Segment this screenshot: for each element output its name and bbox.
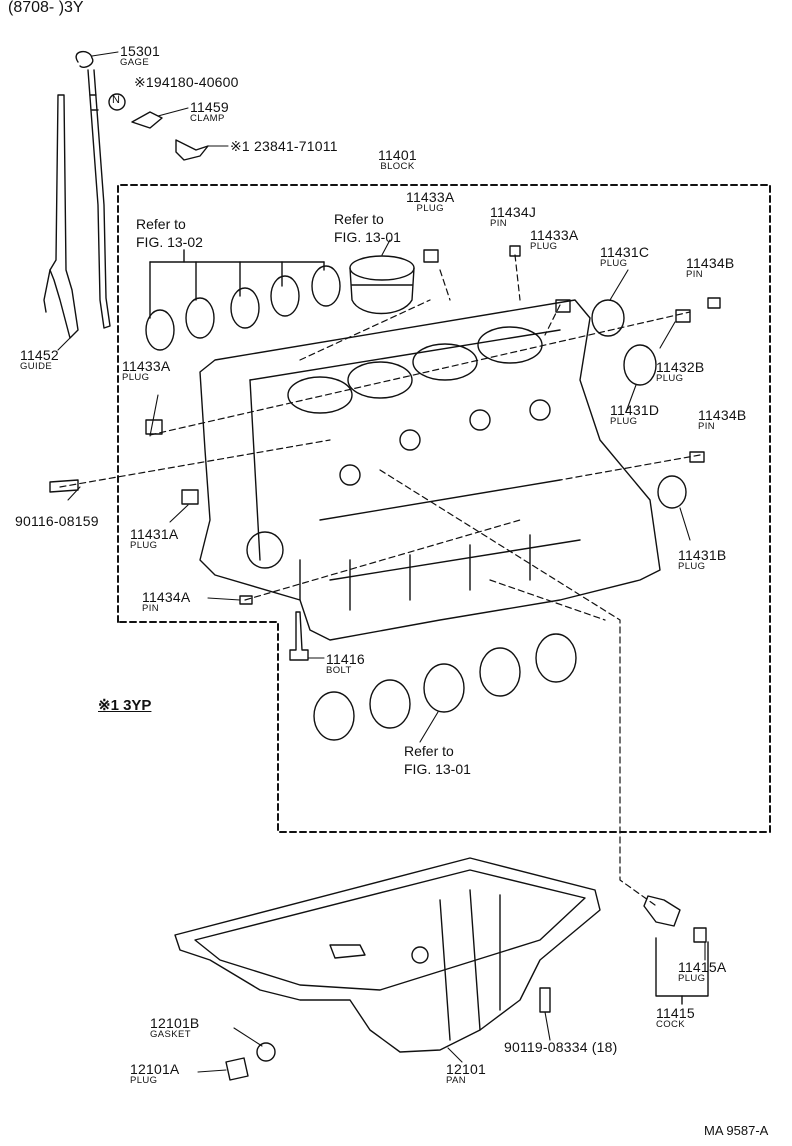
refer-note-13-02: Refer to FIG. 13-02 bbox=[136, 216, 203, 250]
dipstick-gage bbox=[75, 51, 111, 329]
oil-pan bbox=[174, 857, 601, 1053]
piston bbox=[349, 255, 415, 315]
refer-note-13-01-lower: Refer to FIG. 13-01 bbox=[404, 743, 471, 777]
pin-11434b-top bbox=[707, 297, 721, 309]
part-label-90116: 90116-08159 bbox=[15, 513, 99, 529]
crank-bearings-upper bbox=[145, 249, 341, 351]
refer-note-13-01-upper: Refer to FIG. 13-01 bbox=[334, 211, 401, 245]
pin-top bbox=[509, 245, 521, 257]
plug-top bbox=[423, 249, 439, 263]
dipstick-guide bbox=[43, 94, 79, 339]
n-mark-label: N bbox=[112, 94, 120, 106]
drain-plug bbox=[225, 1057, 249, 1081]
block-assembly-boundary bbox=[117, 184, 771, 833]
bolt-11416 bbox=[289, 611, 309, 661]
drain-gasket bbox=[256, 1042, 276, 1062]
clamp-part bbox=[131, 111, 209, 161]
pin-11434a bbox=[239, 595, 253, 605]
variant-note: ※1 3YP bbox=[98, 697, 152, 714]
header-code: (8708- )3Y bbox=[8, 0, 84, 16]
plug-11432b bbox=[675, 309, 691, 323]
part-label-23841: ※1 23841-71011 bbox=[230, 138, 338, 154]
pin-11434b-low bbox=[689, 451, 705, 463]
plug-left bbox=[145, 419, 163, 435]
pan-bolt-90119 bbox=[539, 987, 551, 1013]
plug-11431d bbox=[623, 344, 657, 386]
n-mark-circle bbox=[108, 93, 126, 111]
crank-bearings-lower bbox=[313, 633, 577, 741]
stud-90116 bbox=[49, 479, 79, 493]
footer-code: MA 9587-A bbox=[704, 1123, 769, 1138]
leader-lines bbox=[57, 51, 706, 1073]
cylinder-block bbox=[199, 299, 661, 641]
part-label-194180: ※194180-40600 bbox=[134, 74, 239, 90]
part-label-90119: 90119-08334 (18) bbox=[504, 1039, 618, 1055]
drain-cock bbox=[643, 895, 709, 1005]
dashed-leaders bbox=[59, 254, 701, 906]
plug-11431c bbox=[591, 299, 625, 337]
plug-11431b bbox=[657, 475, 687, 509]
plug-11431a bbox=[181, 489, 199, 505]
plug-mid bbox=[555, 299, 571, 313]
